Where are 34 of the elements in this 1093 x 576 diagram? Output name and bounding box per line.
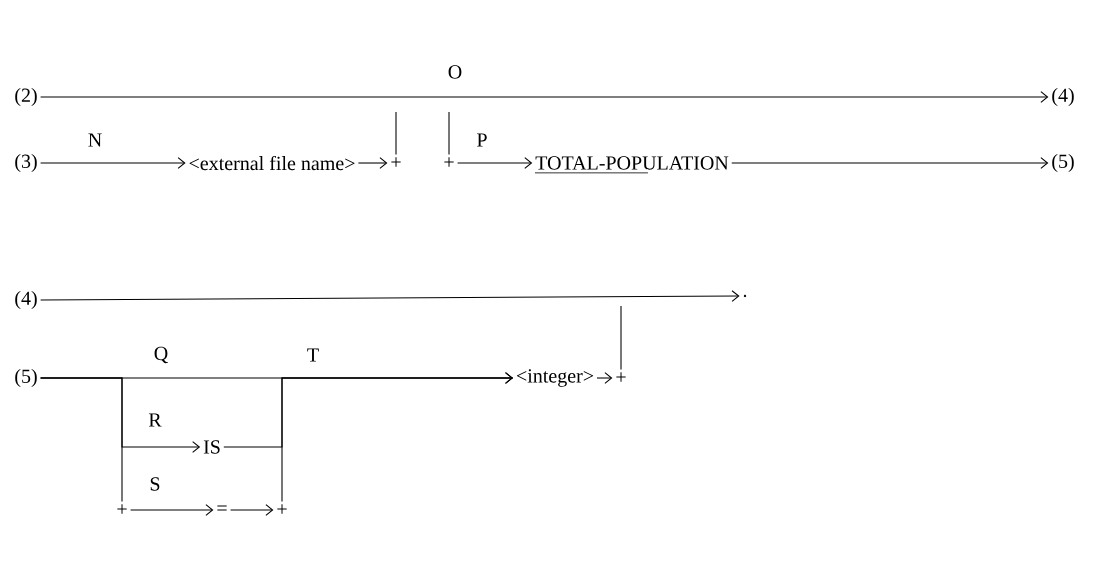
arrow bbox=[40, 290, 740, 302]
junction-plus: + bbox=[616, 372, 626, 382]
syntax-text: . bbox=[743, 294, 747, 298]
arrow bbox=[230, 504, 274, 516]
arrow bbox=[40, 91, 1049, 103]
reference-number: (5) bbox=[15, 368, 37, 388]
junction-plus: + bbox=[117, 504, 127, 514]
arrow bbox=[731, 157, 1049, 169]
reference-number: (4) bbox=[15, 290, 37, 310]
reference-number: (2) bbox=[15, 87, 37, 107]
syntax-text: <integer> bbox=[516, 369, 594, 387]
arrow bbox=[223, 372, 514, 448]
reference-number: (5) bbox=[1052, 153, 1074, 173]
reference-number: (3) bbox=[15, 153, 37, 173]
junction-plus: + bbox=[391, 157, 401, 167]
keyword-text: TOTAL-POPULATION bbox=[534, 156, 729, 174]
syntax-text: = bbox=[217, 505, 227, 511]
arrow bbox=[130, 504, 214, 516]
reference-number: (4) bbox=[1052, 87, 1074, 107]
arrow bbox=[596, 372, 613, 384]
edge-label: O bbox=[446, 63, 464, 81]
edge-label: R bbox=[147, 412, 163, 428]
edge-label: N bbox=[86, 132, 104, 148]
edge-label: Q bbox=[152, 345, 170, 365]
edge-label: S bbox=[148, 475, 162, 493]
arrow bbox=[357, 157, 388, 169]
arrow bbox=[457, 157, 533, 169]
syntax-text: IS bbox=[203, 440, 220, 454]
path-label: T bbox=[307, 348, 319, 362]
arrow bbox=[40, 157, 186, 169]
junction-plus: + bbox=[277, 504, 287, 514]
syntax-text: <external file name> bbox=[189, 155, 355, 171]
edge-label: P bbox=[475, 132, 489, 148]
junction-plus: + bbox=[444, 157, 454, 167]
